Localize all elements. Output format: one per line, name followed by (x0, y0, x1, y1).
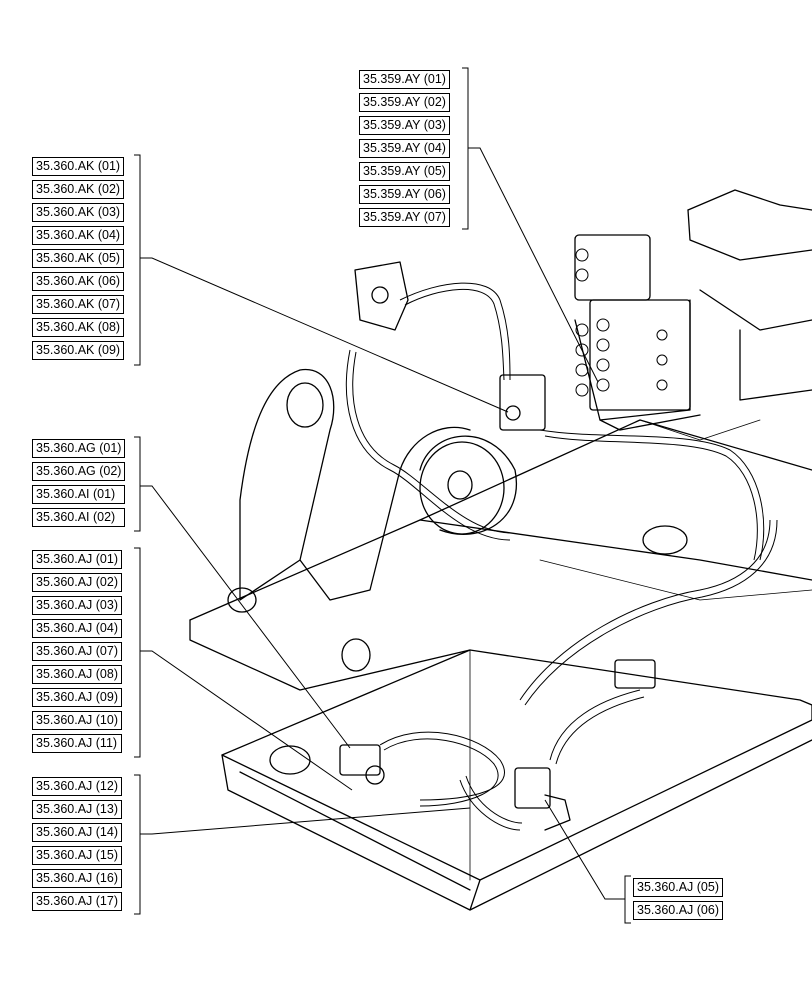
lower-valve-block-left (339, 744, 381, 776)
callout-label[interactable]: 35.360.AI (02) (32, 508, 126, 527)
callout-label[interactable]: 35.360.AJ (15) (32, 846, 122, 865)
callout-label[interactable]: 35.360.AK (03) (32, 203, 125, 222)
callout-label[interactable]: 35.360.AJ (08) (32, 665, 122, 684)
callout-label[interactable]: 35.359.AY (05) (359, 162, 450, 181)
callout-label[interactable]: 35.360.AJ (11) (32, 734, 122, 753)
lower-frame-plate (221, 649, 812, 881)
pilot-valve-top (354, 261, 409, 331)
callout-label[interactable]: 35.360.AK (01) (32, 157, 125, 176)
callout-label[interactable]: 35.360.AI (01) (32, 485, 126, 504)
callout-label[interactable]: 35.359.AY (03) (359, 116, 450, 135)
callout-label[interactable]: 35.360.AG (01) (32, 439, 126, 458)
control-valve-stack (574, 234, 651, 301)
callout-label[interactable]: 35.360.AJ (16) (32, 869, 122, 888)
callout-label[interactable]: 35.359.AY (07) (359, 208, 450, 227)
callout-group-35-360-aj-c: 35.360.AJ (05) 35.360.AJ (06) (633, 878, 723, 924)
leader-360agai (140, 485, 351, 749)
callout-group-35-360-aj-b: 35.360.AJ (12) 35.360.AJ (13) 35.360.AJ … (32, 777, 122, 915)
boom-mount-left (239, 369, 335, 601)
callout-label[interactable]: 35.360.AJ (17) (32, 892, 122, 911)
callout-label[interactable]: 35.360.AK (06) (32, 272, 125, 291)
callout-label[interactable]: 35.359.AY (04) (359, 139, 450, 158)
callout-label[interactable]: 35.360.AJ (06) (633, 901, 723, 920)
callout-label[interactable]: 35.359.AY (02) (359, 93, 450, 112)
callout-label[interactable]: 35.360.AJ (03) (32, 596, 122, 615)
leader-360aj-c (544, 799, 625, 900)
callout-label[interactable]: 35.360.AK (02) (32, 180, 125, 199)
callout-label[interactable]: 35.360.AJ (09) (32, 688, 122, 707)
callout-label[interactable]: 35.360.AK (08) (32, 318, 125, 337)
leader-360aj-b (140, 807, 471, 835)
callout-label[interactable]: 35.360.AK (09) (32, 341, 125, 360)
callout-label[interactable]: 35.360.AJ (07) (32, 642, 122, 661)
callout-label[interactable]: 35.360.AK (04) (32, 226, 125, 245)
callout-group-35-359-ay: 35.359.AY (01) 35.359.AY (02) 35.359.AY … (359, 70, 450, 231)
callout-label[interactable]: 35.359.AY (06) (359, 185, 450, 204)
callout-label[interactable]: 35.360.AJ (05) (633, 878, 723, 897)
callout-label[interactable]: 35.360.AJ (12) (32, 777, 122, 796)
callout-label[interactable]: 35.360.AJ (04) (32, 619, 122, 638)
leader-359ay (468, 147, 599, 383)
callout-label[interactable]: 35.360.AJ (01) (32, 550, 122, 569)
callout-label[interactable]: 35.360.AJ (02) (32, 573, 122, 592)
lower-valve-block-right (514, 767, 551, 809)
callout-label[interactable]: 35.360.AK (05) (32, 249, 125, 268)
callout-label[interactable]: 35.359.AY (01) (359, 70, 450, 89)
callout-label[interactable]: 35.360.AK (07) (32, 295, 125, 314)
callout-label[interactable]: 35.360.AG (02) (32, 462, 126, 481)
leader-360aj-a (140, 650, 353, 791)
callout-label[interactable]: 35.360.AJ (13) (32, 800, 122, 819)
callout-group-35-360-ag-ai: 35.360.AG (01) 35.360.AG (02) 35.360.AI … (32, 439, 126, 531)
small-valve-block (499, 374, 546, 431)
upper-deck (189, 419, 812, 621)
leader-360ak (140, 257, 509, 413)
callout-group-35-360-aj-a: 35.360.AJ (01) 35.360.AJ (02) 35.360.AJ … (32, 550, 122, 757)
callout-label[interactable]: 35.360.AJ (14) (32, 823, 122, 842)
callout-group-35-360-ak: 35.360.AK (01) 35.360.AK (02) 35.360.AK … (32, 157, 125, 364)
callout-label[interactable]: 35.360.AJ (10) (32, 711, 122, 730)
